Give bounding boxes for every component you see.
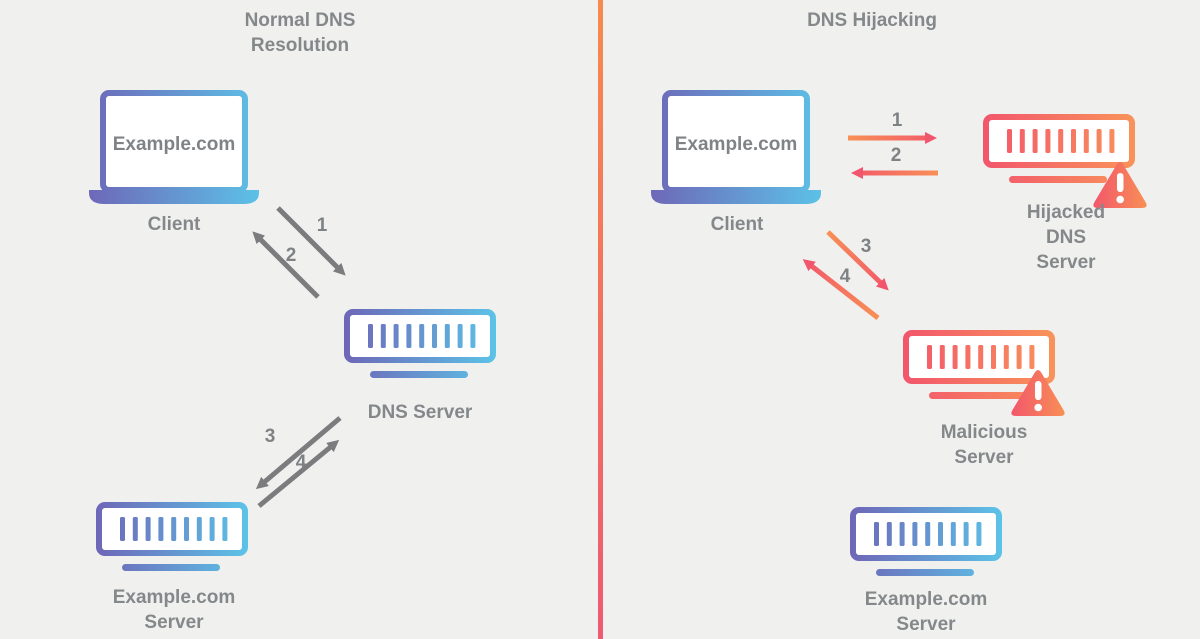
client-laptop-icon	[651, 90, 821, 204]
left-panel-title: Normal DNS Resolution	[244, 10, 356, 56]
client-label: Client	[710, 214, 764, 235]
hijack-arrows-1-2	[848, 132, 938, 179]
hijacked-dns-server-label: Hijacked DNS Server	[1026, 202, 1106, 273]
warning-icon	[1093, 162, 1147, 208]
step-number: 3	[860, 236, 872, 257]
client-label: Client	[147, 214, 201, 235]
warning-icon	[1011, 370, 1065, 416]
malicious-server-icon	[903, 330, 1055, 399]
example-server-icon	[96, 502, 248, 571]
step-number: 3	[264, 426, 276, 447]
step-number: 1	[316, 215, 328, 236]
panel-divider	[598, 0, 603, 639]
step-number: 4	[295, 452, 307, 473]
malicious-server-label: Malicious Server	[940, 422, 1028, 468]
hijack-arrows-3-4	[802, 230, 889, 320]
query-arrows-1-2	[252, 206, 346, 299]
dns-server-label: DNS Server	[367, 402, 473, 423]
client-screen-text: Example.com	[674, 134, 798, 155]
client-screen-text: Example.com	[112, 134, 236, 155]
example-server-label: Example.com Server	[112, 587, 236, 633]
right-panel-title: DNS Hijacking	[807, 10, 937, 31]
step-number: 2	[890, 145, 902, 166]
step-number: 4	[839, 266, 851, 287]
dns-server-icon	[344, 309, 496, 378]
step-number: 1	[891, 110, 903, 131]
client-laptop-icon	[89, 90, 259, 204]
example-server-icon	[850, 507, 1002, 576]
hijacked-dns-server-icon	[983, 114, 1135, 183]
query-arrows-3-4	[255, 416, 342, 508]
step-number: 2	[285, 245, 297, 266]
example-server-label: Example.com Server	[864, 589, 988, 635]
